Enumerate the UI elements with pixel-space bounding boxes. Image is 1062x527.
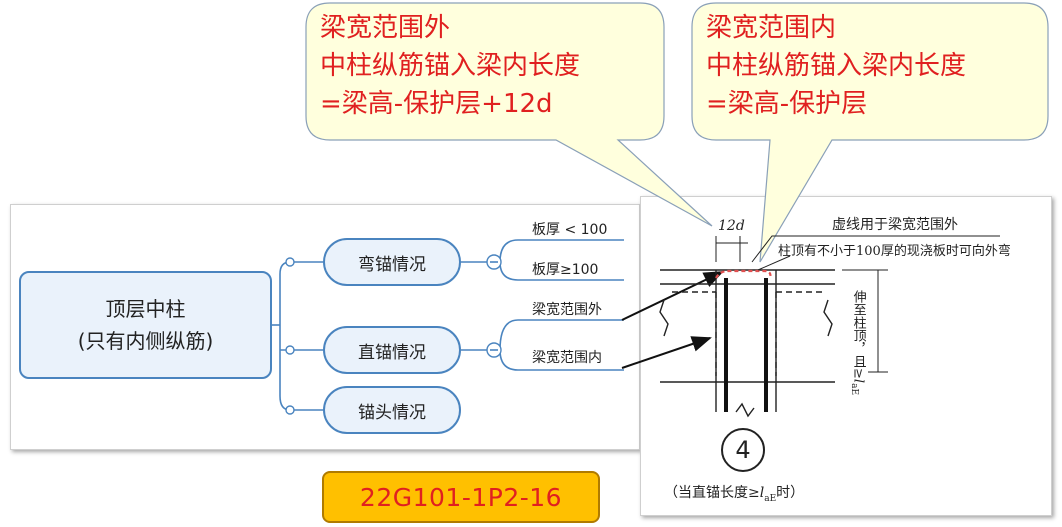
arrow-outside-beam (621, 271, 724, 321)
node-straight-anchor-label: 直锚情况 (358, 342, 426, 363)
dimension-12d (715, 236, 748, 262)
root-subtitle: (只有内侧纵筋) (77, 329, 214, 353)
callout-right-line3: =梁高-保护层 (706, 89, 868, 119)
node-bent-anchor[interactable]: 弯锚情况 (323, 238, 461, 286)
callout-left-line1: 梁宽范围外 (320, 13, 451, 43)
reference-tag: 22G101-1P2-16 (322, 471, 600, 523)
note-slab-bend: 柱顶有不小于100厚的现浇板时可向外弯 (778, 244, 1011, 259)
leaf-inside-beam[interactable]: 梁宽范围内 (532, 350, 602, 366)
column-rebars (724, 278, 768, 412)
leaf-outside-beam[interactable]: 梁宽范围外 (532, 302, 602, 318)
node-anchor-head[interactable]: 锚头情况 (323, 386, 461, 434)
case-number-badge: 4 (721, 428, 765, 472)
mindmap-root-node[interactable]: 顶层中柱 (只有内侧纵筋) (19, 271, 272, 379)
collapse-toggles[interactable] (486, 254, 502, 358)
node-anchor-head-label: 锚头情况 (358, 402, 426, 423)
dim-12d-label: 12d (718, 218, 745, 234)
callout-left-line2: 中柱纵筋锚入梁内长度 (320, 51, 581, 81)
leaf-slab-thin[interactable]: 板厚 < 100 (532, 222, 608, 238)
callout-right-line2: 中柱纵筋锚入梁内长度 (706, 51, 967, 81)
note-leaders (751, 235, 1000, 271)
connector-dots (285, 257, 295, 415)
node-bent-anchor-label: 弯锚情况 (358, 254, 426, 275)
rebar-bend-highlight (715, 269, 772, 279)
root-title: 顶层中柱 (105, 297, 186, 321)
callout-left-bubble (305, 2, 713, 227)
detail-drawing-panel (640, 196, 1052, 516)
callout-right-bubble (691, 2, 1049, 263)
vertical-dimension (842, 269, 888, 373)
drawing-caption: （当直锚长度≥laE时） (664, 485, 805, 504)
callout-left-line3: =梁高-保护层+12d (320, 89, 553, 119)
leaf-slab-thick[interactable]: 板厚≥100 (532, 262, 599, 278)
note-vertical-extend: 伸至柱顶，且≥laE (849, 290, 866, 396)
column-joint-drawing (659, 269, 835, 418)
note-dashed-line: 虚线用于梁宽范围外 (832, 217, 958, 233)
arrow-inside-beam (621, 336, 712, 369)
node-straight-anchor[interactable]: 直锚情况 (323, 326, 461, 374)
callout-right-line1: 梁宽范围内 (706, 13, 837, 43)
